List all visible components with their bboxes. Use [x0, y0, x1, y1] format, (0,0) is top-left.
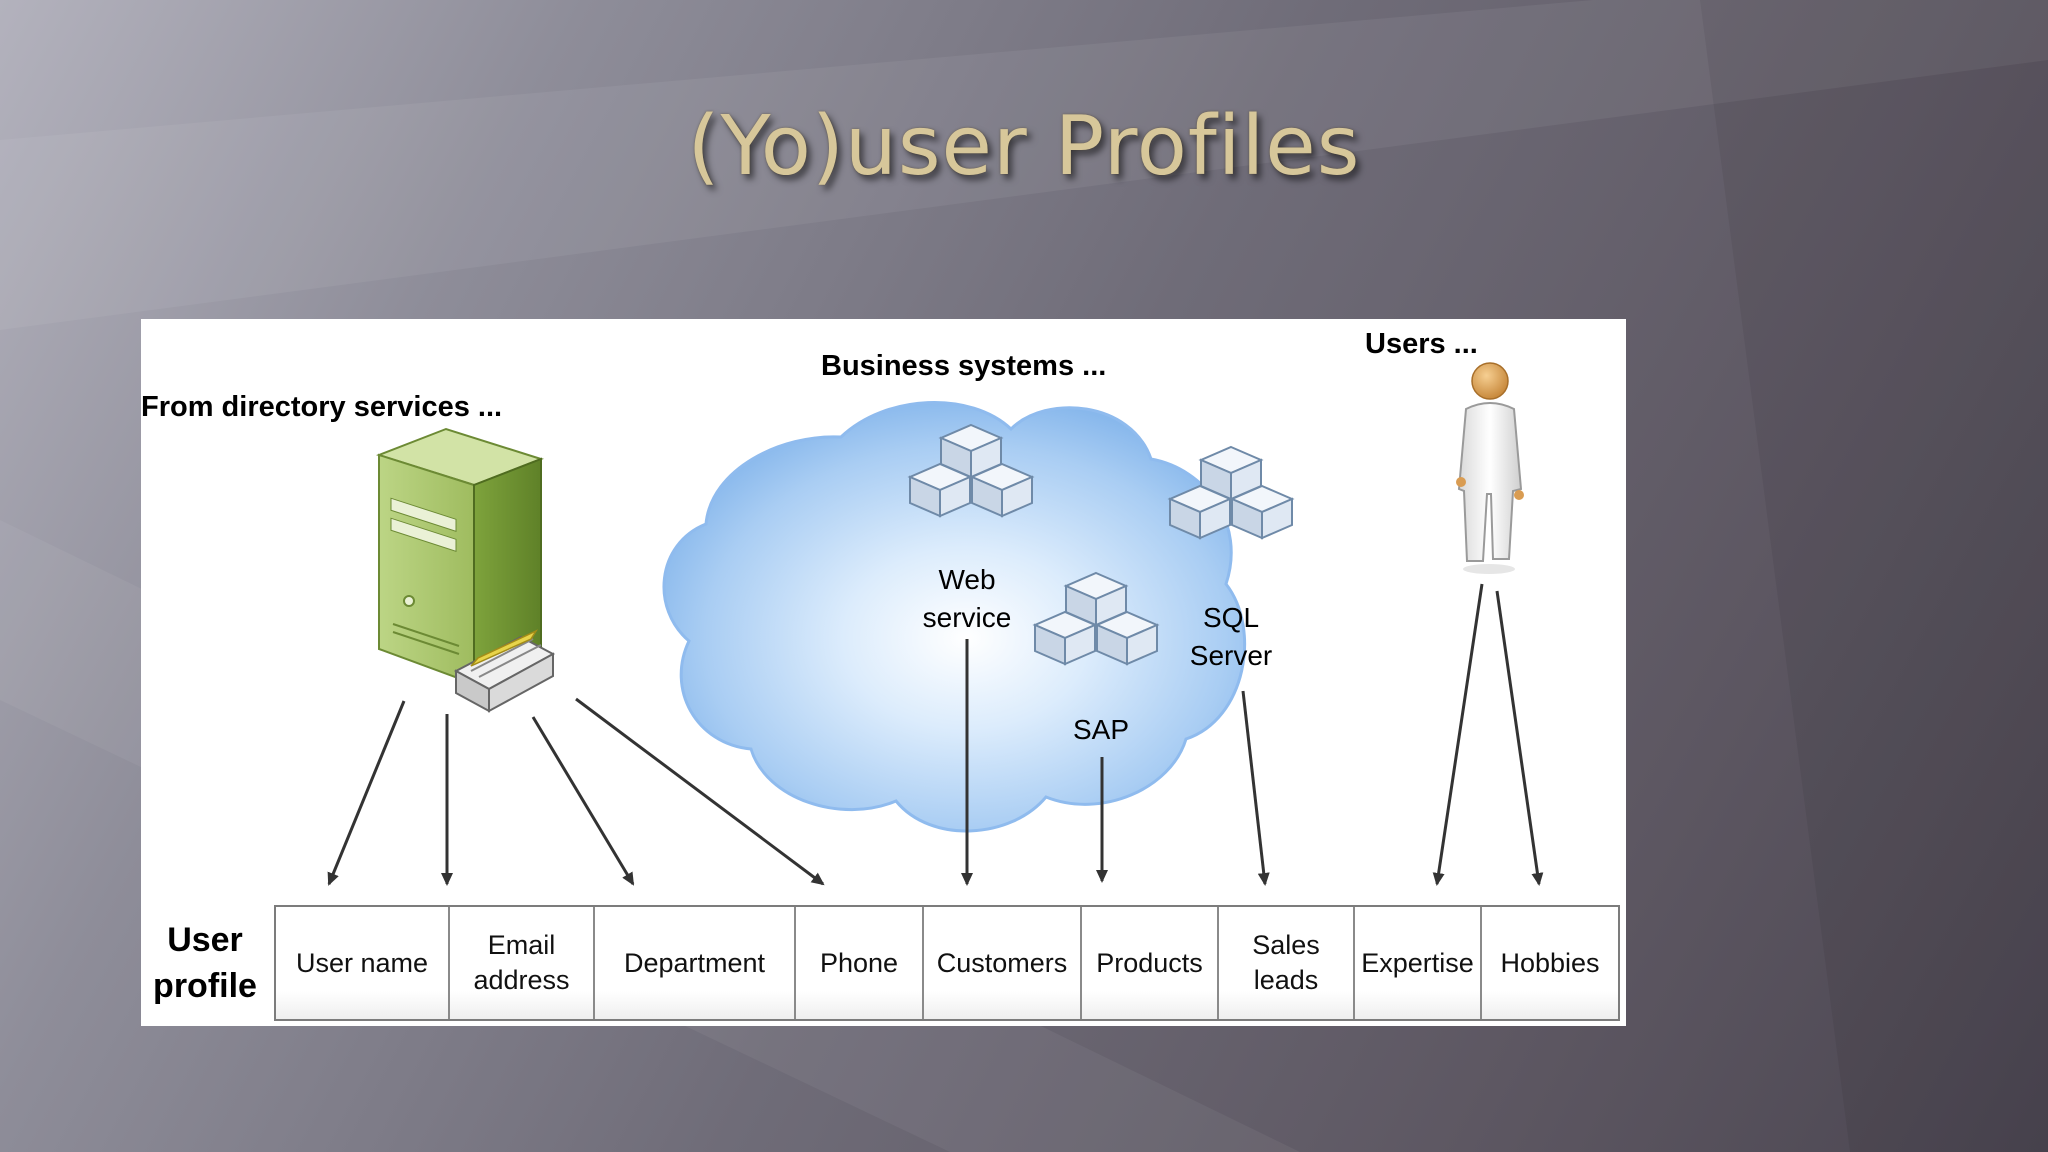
- user-profile-fields-table: User name Email address Department Phone…: [274, 905, 1620, 1021]
- arrow-to-user-name: [327, 700, 406, 886]
- sql-server-label: SQL Server: [1189, 602, 1273, 671]
- sql-server-icon: [1169, 446, 1293, 539]
- arrow-to-phone: [575, 697, 825, 886]
- data-flow-arrows: [327, 583, 1544, 886]
- web-service-label: Web service: [922, 564, 1012, 633]
- field-sales-leads: Sales leads: [1219, 907, 1355, 1019]
- arrow-to-sales-leads: [1241, 690, 1270, 886]
- business-systems-label: Business systems ...: [821, 350, 1107, 382]
- field-email-address: Email address: [450, 907, 595, 1019]
- field-customers: Customers: [924, 907, 1082, 1019]
- user-profile-label: User profile: [153, 921, 257, 1005]
- arrow-to-department: [531, 716, 635, 886]
- field-department: Department: [595, 907, 796, 1019]
- arrow-to-hobbies: [1495, 590, 1544, 886]
- sap-label: SAP: [1072, 714, 1130, 745]
- field-products: Products: [1082, 907, 1219, 1019]
- arrow-to-expertise: [1432, 583, 1484, 886]
- diagram-panel: From directory services ... Business sys…: [141, 319, 1626, 1026]
- users-label: Users ...: [1365, 328, 1478, 360]
- directory-server-icon: [375, 427, 556, 713]
- slide-title: (Yo)user Profiles: [687, 99, 1361, 194]
- diagram-graphics: [327, 362, 1544, 886]
- directory-services-label: From directory services ...: [141, 391, 503, 423]
- field-user-name: User name: [276, 907, 450, 1019]
- field-expertise: Expertise: [1355, 907, 1482, 1019]
- field-hobbies: Hobbies: [1482, 907, 1618, 1019]
- user-person-icon: [1456, 362, 1524, 574]
- business-cloud: [662, 400, 1247, 833]
- field-phone: Phone: [796, 907, 924, 1019]
